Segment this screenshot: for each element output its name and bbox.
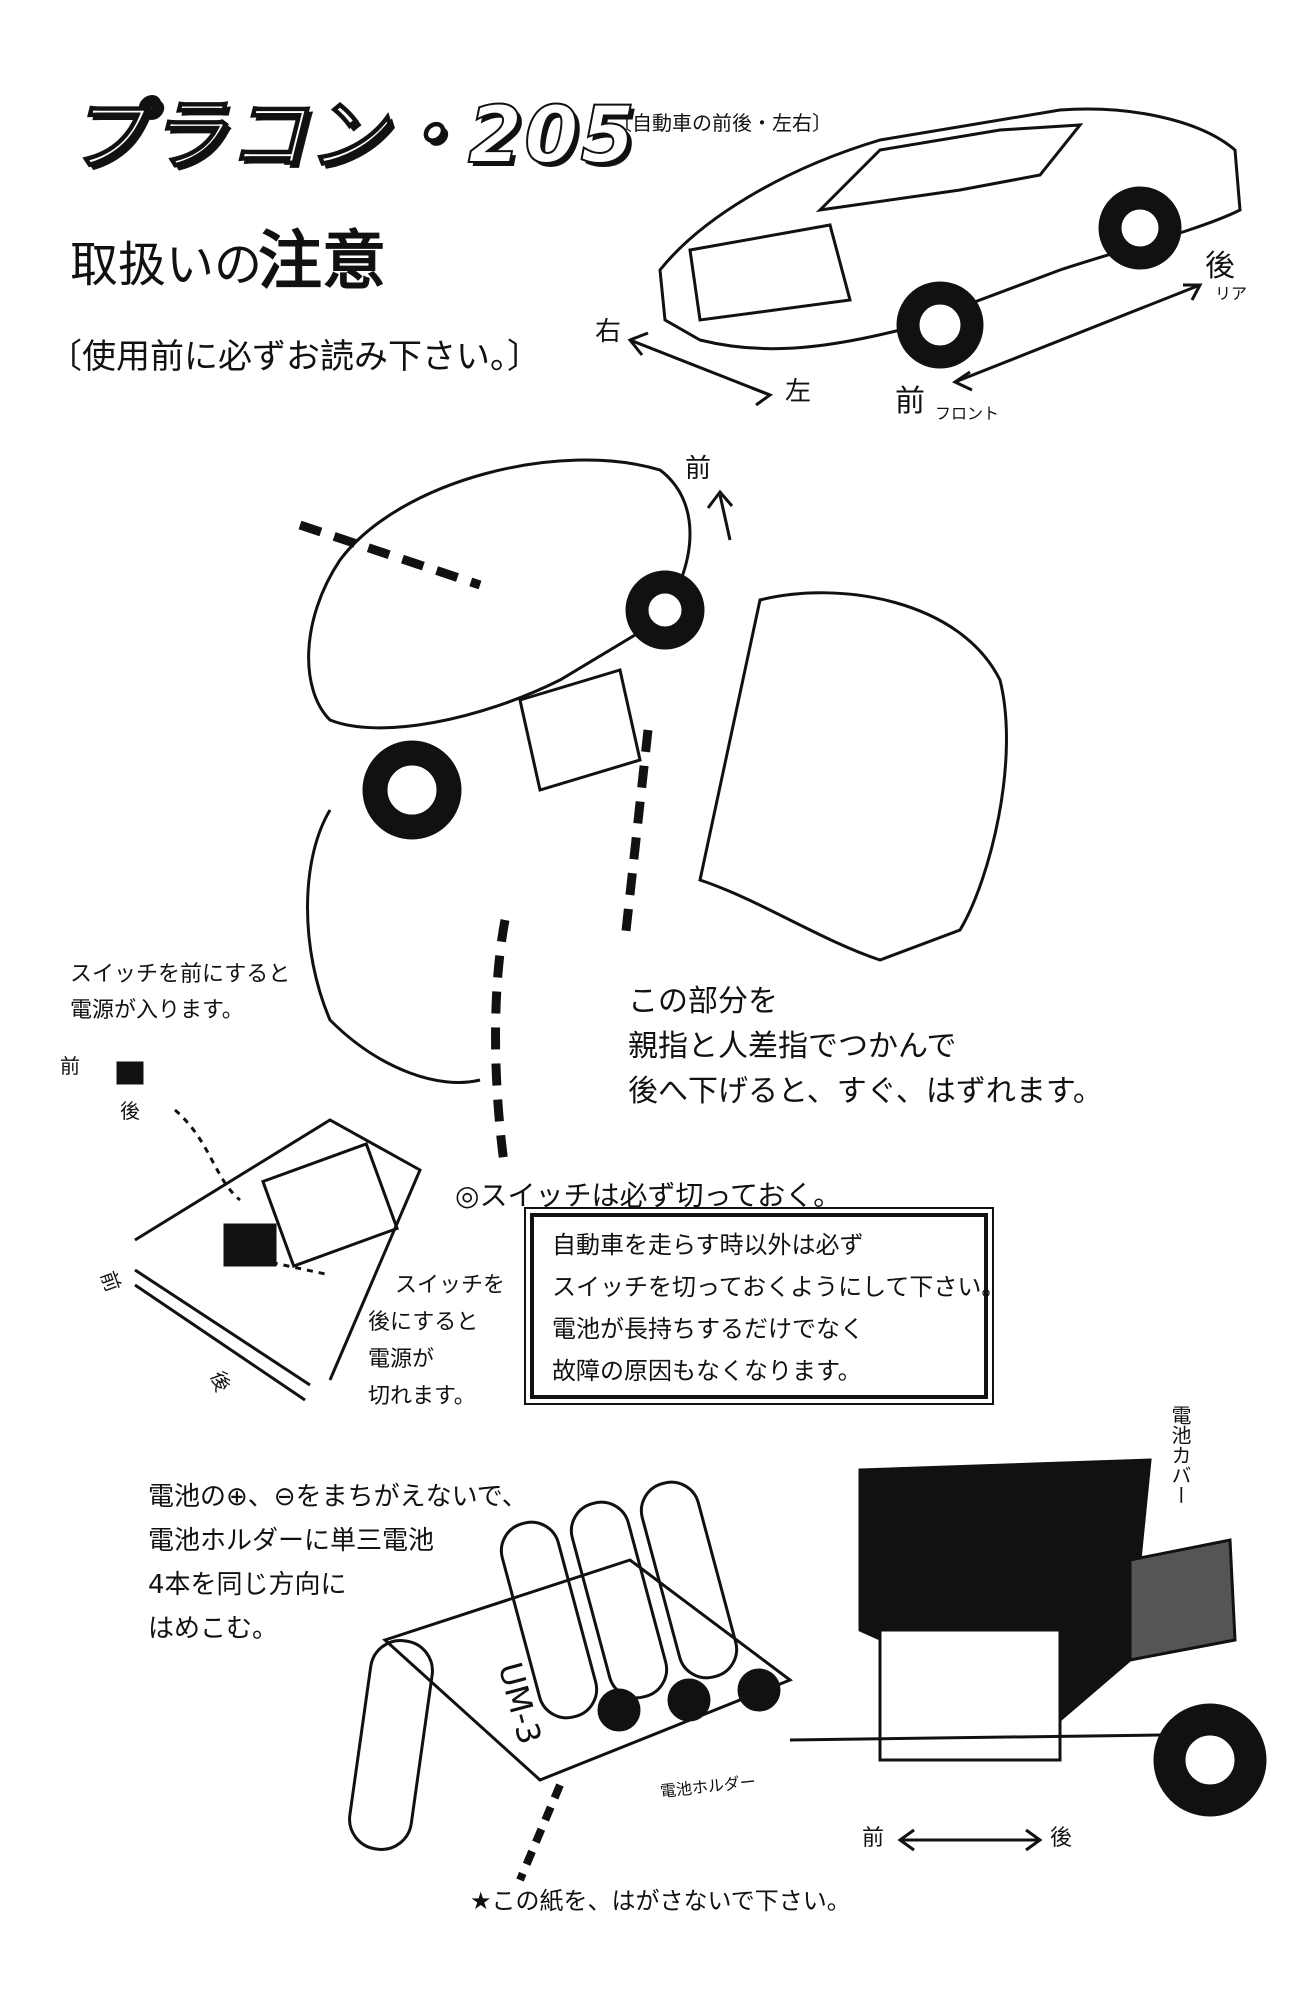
read-before-use-note: 〔使用前に必ずお読み下さい。〕 xyxy=(48,337,541,377)
switch-off-line-3: 電源が xyxy=(368,1347,435,1372)
battery-line-3: 4本を同じ方向に xyxy=(148,1570,347,1600)
switch-front-label: 前 xyxy=(60,1054,80,1078)
chassis-hand-illustration xyxy=(306,458,1008,1084)
bottom-front-label: 前 xyxy=(862,1826,885,1851)
direction-left-label: 左 xyxy=(785,377,812,407)
subtitle-handling: 取扱いの xyxy=(70,237,263,293)
notice-box: 自動車を走らす時以外は必ず スイッチを切っておくようにして下さい。 電池が長持ち… xyxy=(524,1207,1005,1405)
switch-rear-label: 後 xyxy=(120,1099,140,1123)
car-illustration xyxy=(658,107,1242,369)
switch-off-line-1: スイッチを xyxy=(395,1273,506,1298)
removal-line-1: この部分を xyxy=(628,984,778,1019)
car-directions-caption: 〔自動車の前後・左右〕 xyxy=(612,111,832,135)
notice-line-2: スイッチを切っておくようにして下さい。 xyxy=(552,1273,1006,1301)
dashed-pointer-lines xyxy=(298,520,653,1171)
battery-line-1: 電池の⊕、⊖をまちがえないで、 xyxy=(148,1482,528,1512)
paper-warning-note: ★この紙を、はがさないで下さい。 xyxy=(470,1887,851,1915)
battery-holder-illustration xyxy=(348,1480,794,1851)
switch-always-off-note: ◎スイッチは必ず切っておく。 xyxy=(455,1179,842,1212)
direction-front-label: 前 xyxy=(895,384,925,419)
battery-cover-label: 電池カバー xyxy=(1168,1405,1192,1505)
bottom-rear-label: 後 xyxy=(1050,1826,1073,1851)
direction-rear-label: 後 xyxy=(1205,249,1235,284)
switch-on-line-2: 電源が入ります。 xyxy=(70,998,244,1023)
notice-line-4: 故障の原因もなくなります。 xyxy=(552,1357,862,1385)
notice-line-1: 自動車を走らす時以外は必ず xyxy=(552,1231,864,1259)
switch-detail-illustration xyxy=(116,1061,422,1402)
switch-off-line-4: 切れます。 xyxy=(368,1384,476,1409)
bullet-icon: ◎ xyxy=(455,1179,480,1212)
battery-line-2: 電池ホルダーに単三電池 xyxy=(148,1526,435,1556)
page-title-logo: プラコン・205 xyxy=(67,90,637,181)
battery-cover-illustration xyxy=(789,1458,1267,1817)
right-left-arrow xyxy=(627,331,774,407)
chassis-front-label: 前 xyxy=(685,454,712,484)
switch-on-line-1: スイッチを前にすると xyxy=(70,962,291,987)
chassis-front-arrow xyxy=(706,489,734,541)
switch-always-off-text: スイッチは必ず切っておく。 xyxy=(479,1179,842,1212)
bottom-front-rear-arrow xyxy=(897,1828,1043,1852)
subtitle-caution: 注意 xyxy=(258,225,386,299)
removal-line-2: 親指と人差指でつかんで xyxy=(628,1029,957,1064)
direction-front-sub-label: フロント xyxy=(935,404,1000,423)
switch-off-line-2: 後にすると xyxy=(368,1310,479,1335)
notice-line-3: 電池が長持ちするだけでなく xyxy=(552,1315,864,1343)
direction-rear-sub-label: リア xyxy=(1215,284,1248,303)
battery-line-4: はめこむ。 xyxy=(148,1614,279,1644)
direction-right-label: 右 xyxy=(595,317,622,347)
paper-note-pointer xyxy=(516,1783,564,1882)
removal-line-3: 後へ下げると、すぐ、はずれます。 xyxy=(628,1074,1103,1109)
front-rear-arrow xyxy=(951,283,1203,392)
